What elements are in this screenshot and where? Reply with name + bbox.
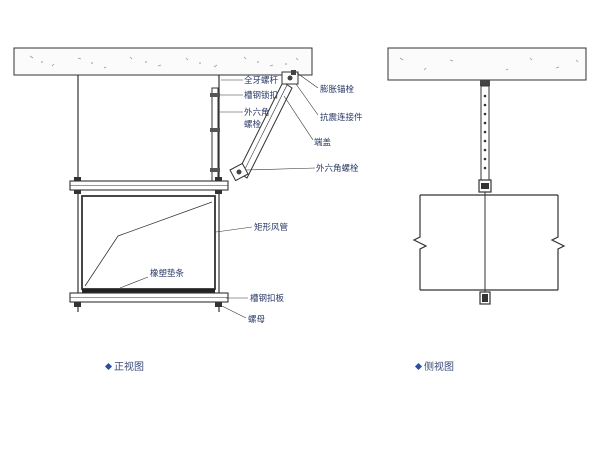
caption-side: 侧视图 <box>414 360 454 373</box>
seismic-connector-top <box>281 70 299 85</box>
side-channel-slots <box>483 94 487 170</box>
diagonal-brace <box>237 81 293 179</box>
nut-upper-left-top <box>74 177 81 181</box>
nut-upper-right-top <box>215 177 222 181</box>
diagonal-brace-centerline <box>241 84 288 176</box>
label-hex-bolt-right: 外六角螺栓 <box>316 163 359 174</box>
label-rubber-strip: 橡塑垫条 <box>150 268 185 279</box>
slab-aggregate-front <box>41 61 287 65</box>
nut-upper-left-bottom <box>74 190 81 194</box>
front-view: 全牙螺杆 槽钢锁扣 外六角 螺栓 膨胀锚栓 抗震连接件 端盖 外六角螺栓 矩形风… <box>13 47 363 373</box>
slab-texture-side <box>399 57 579 71</box>
label-nut: 螺母 <box>248 314 265 325</box>
slab-texture-front <box>29 55 299 69</box>
label-end-cap: 端盖 <box>314 137 332 148</box>
caption-front-text: 正视图 <box>114 360 144 373</box>
caption-front: 正视图 <box>104 360 144 373</box>
vertical-channel <box>211 87 219 183</box>
label-seismic-connector: 抗震连接件 <box>320 112 363 123</box>
duct-fold-line <box>84 201 213 287</box>
rectangular-duct <box>81 195 216 290</box>
label-duct: 矩形风管 <box>254 222 288 233</box>
nut-lower-left <box>74 302 81 307</box>
rubber-strip <box>82 289 215 293</box>
concrete-slab-front <box>13 47 313 76</box>
label-hex-bolt-line1: 外六角 <box>244 107 270 118</box>
caption-bullet-icon <box>414 362 423 371</box>
label-channel-clamp: 槽钢锁扣 <box>244 90 278 101</box>
caption-bullet-icon <box>104 362 113 371</box>
nut-upper-right-bottom <box>215 190 222 194</box>
label-hex-bolt-line2: 螺栓 <box>244 119 262 130</box>
caption-side-text: 侧视图 <box>424 360 454 373</box>
side-view: 侧视图 <box>387 47 587 373</box>
seismic-connector-bottom <box>229 162 249 182</box>
label-channel-plate: 槽钢扣板 <box>250 293 285 304</box>
clamp-top <box>210 93 220 97</box>
leader-lines-front <box>119 72 319 319</box>
side-anchor <box>480 80 490 86</box>
clamp-low <box>210 168 220 172</box>
side-duct <box>412 194 566 291</box>
concrete-slab-side <box>387 47 587 81</box>
label-expansion-anchor: 膨胀锚栓 <box>320 84 355 95</box>
clamp-mid <box>210 128 220 132</box>
label-threaded-rod: 全牙螺杆 <box>244 75 279 86</box>
nut-lower-right <box>215 302 222 307</box>
